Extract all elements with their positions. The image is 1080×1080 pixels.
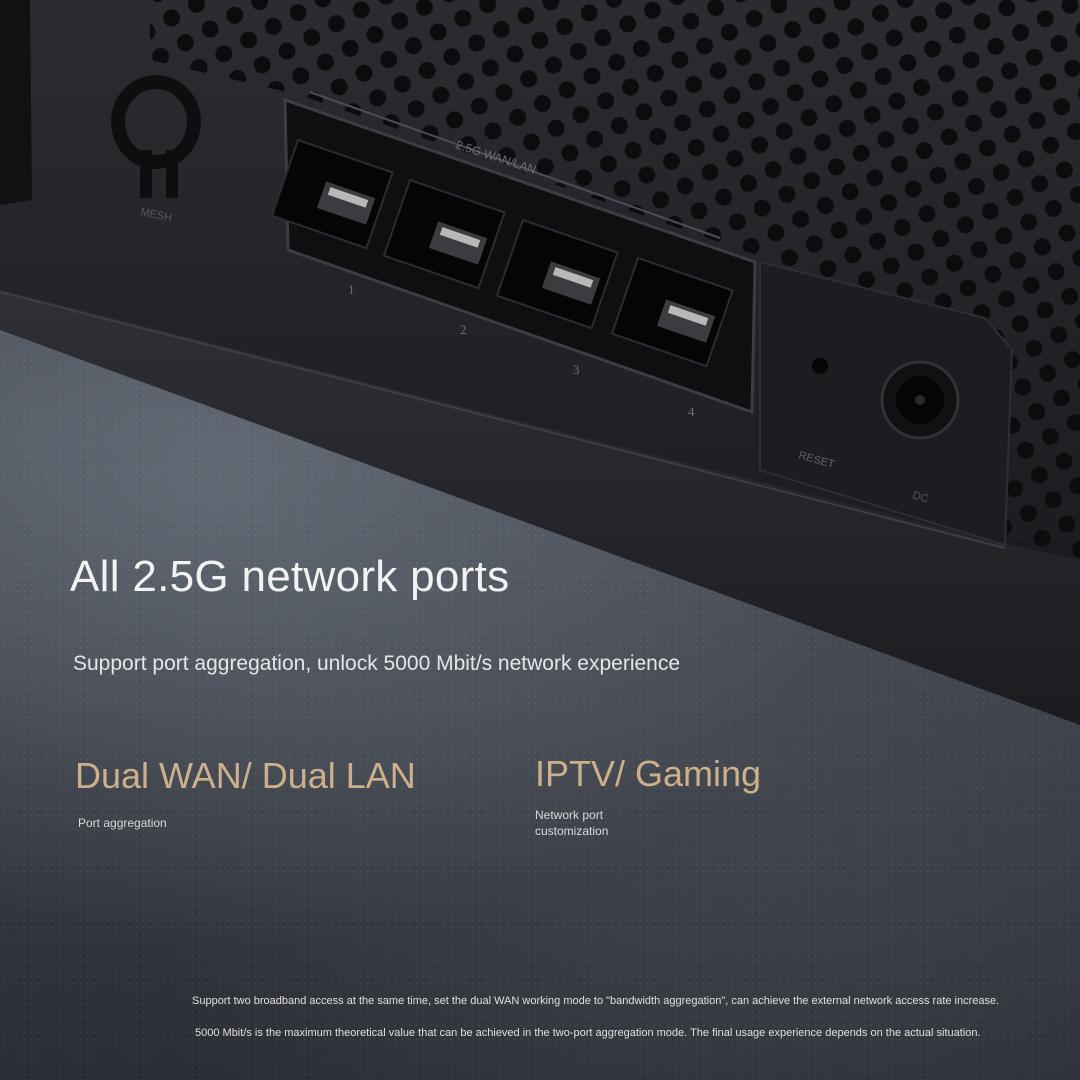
feature-iptv-gaming-description: Network port customization [535, 808, 609, 838]
page-subtitle: Support port aggregation, unlock 5000 Mb… [73, 652, 681, 675]
power-jack [880, 360, 960, 440]
router-base-lip [0, 290, 1080, 725]
page-title: All 2.5G network ports [70, 552, 510, 601]
port-bank: 2.5G WAN/LAN 1 [270, 91, 757, 419]
lan-port-3 [495, 218, 619, 330]
footnote-dual-wan: Support two broadband access at the same… [192, 995, 1000, 1007]
antenna-edge [0, 0, 32, 205]
feature-iptv-gaming-title: IPTV/ Gaming [535, 753, 762, 794]
feature-dual-wan-title: Dual WAN/ Dual LAN [75, 755, 416, 796]
lan-port-2 [382, 178, 506, 290]
mesh-button [111, 75, 201, 198]
port-number-2: 2 [460, 322, 467, 337]
lan-port-1 [270, 138, 394, 250]
feature-dual-wan-description: Port aggregation [78, 816, 167, 830]
power-label: DC [911, 489, 930, 505]
lan-port-4 [610, 256, 734, 368]
reset-pinhole [812, 358, 828, 374]
port-number-4: 4 [688, 404, 695, 419]
footnote-max-speed: 5000 Mbit/s is the maximum theoretical v… [195, 1027, 981, 1039]
port-number-1: 1 [348, 282, 355, 297]
port-number-3: 3 [573, 362, 580, 377]
